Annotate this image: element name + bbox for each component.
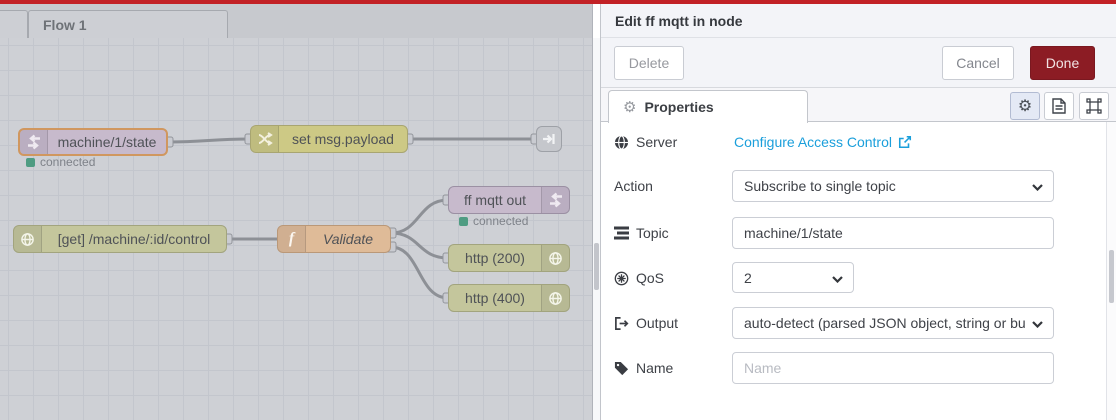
wire-function-http200 <box>389 231 450 260</box>
canvas-scrollbar-track[interactable] <box>593 38 600 420</box>
wire-mqttin-change <box>166 137 252 144</box>
configure-server-link[interactable]: Configure Access Control <box>734 126 912 158</box>
status-dot-icon <box>26 157 35 167</box>
shuffle-icon <box>251 126 279 152</box>
topic-input[interactable] <box>732 217 1054 249</box>
node-properties-button[interactable]: ⚙ <box>1010 92 1040 120</box>
node-mqtt-out[interactable]: ff mqtt out <box>448 186 570 214</box>
node-status: connected <box>26 155 95 169</box>
mqtt-bridge-icon <box>20 130 48 154</box>
node-http-in[interactable]: [get] /machine/:id/control <box>13 225 227 253</box>
wire-function-mqttout <box>389 198 450 235</box>
gear-icon: ⚙ <box>1017 98 1033 115</box>
qos-field-label: QoS <box>614 262 664 294</box>
flow-tab-label: Flow 1 <box>43 17 87 33</box>
qos-select[interactable]: 2 <box>732 262 854 293</box>
header-accent-bar <box>0 0 1116 4</box>
edit-node-tray: Edit ff mqtt in node Delete Cancel Done … <box>600 0 1116 420</box>
sign-out-icon <box>615 316 629 330</box>
tray-button-row: Delete Cancel Done <box>601 38 1116 88</box>
globe-icon <box>614 134 629 150</box>
node-function[interactable]: f Validate <box>277 225 391 253</box>
name-input[interactable] <box>732 352 1054 384</box>
external-link-icon <box>898 135 912 149</box>
node-change[interactable]: set msg.payload <box>250 125 408 153</box>
tray-title: Edit ff mqtt in node <box>601 4 1116 38</box>
tag-icon <box>614 361 629 375</box>
server-field-label: Server <box>614 126 677 158</box>
done-button[interactable]: Done <box>1030 46 1095 80</box>
node-description-button[interactable] <box>1044 92 1074 120</box>
flow-tab-partial[interactable] <box>0 10 28 39</box>
canvas-scrollbar-thumb[interactable] <box>594 243 599 290</box>
chevron-down-icon <box>832 276 843 283</box>
status-dot-icon <box>459 216 468 226</box>
node-http-response-200[interactable]: http (200) <box>448 244 570 272</box>
wire-function-http400 <box>389 245 450 300</box>
tab-properties-label: Properties <box>644 99 714 115</box>
globe-icon <box>541 245 569 271</box>
topic-list-icon <box>614 226 629 240</box>
node-label: http (200) <box>465 250 525 266</box>
status-text: connected <box>473 214 529 228</box>
globe-icon <box>14 226 42 252</box>
mqtt-bridge-icon <box>541 187 569 213</box>
delete-button[interactable]: Delete <box>614 46 684 80</box>
tray-tabbar: ⚙ Properties ⚙ <box>601 88 1116 123</box>
document-icon <box>1052 98 1066 114</box>
appearance-icon <box>1086 98 1102 114</box>
node-label: set msg.payload <box>292 131 394 147</box>
name-field-label: Name <box>614 352 673 384</box>
node-label: ff mqtt out <box>464 192 526 208</box>
chevron-down-icon <box>1032 321 1043 328</box>
chevron-down-icon <box>1032 184 1043 191</box>
status-text: connected <box>40 155 96 169</box>
node-http-response-400[interactable]: http (400) <box>448 284 570 312</box>
node-label: Validate <box>322 231 374 247</box>
node-label: machine/1/state <box>57 134 157 150</box>
flow-tab[interactable]: Flow 1 <box>28 10 228 39</box>
tray-scrollbar-thumb[interactable] <box>1109 250 1114 303</box>
flow-canvas[interactable]: Flow 1 <box>0 0 593 420</box>
qos-icon <box>614 271 629 285</box>
function-icon: f <box>278 226 306 252</box>
action-select[interactable]: Subscribe to single topic <box>732 170 1054 202</box>
topic-field-label: Topic <box>614 217 669 249</box>
node-label: [get] /machine/:id/control <box>57 231 211 247</box>
node-label: http (400) <box>465 290 525 306</box>
output-select[interactable]: auto-detect (parsed JSON object, string … <box>732 307 1054 339</box>
action-field-label: Action <box>614 178 653 194</box>
gear-icon: ⚙ <box>623 99 637 116</box>
globe-icon <box>541 285 569 311</box>
node-status: connected <box>459 214 528 228</box>
link-out-icon <box>537 127 561 151</box>
cancel-button[interactable]: Cancel <box>942 46 1014 80</box>
node-link-out[interactable] <box>536 126 562 152</box>
node-mqtt-in[interactable]: machine/1/state <box>18 128 168 156</box>
tab-properties[interactable]: ⚙ Properties <box>608 90 808 123</box>
node-appearance-button[interactable] <box>1079 92 1109 120</box>
output-field-label: Output <box>614 307 678 339</box>
